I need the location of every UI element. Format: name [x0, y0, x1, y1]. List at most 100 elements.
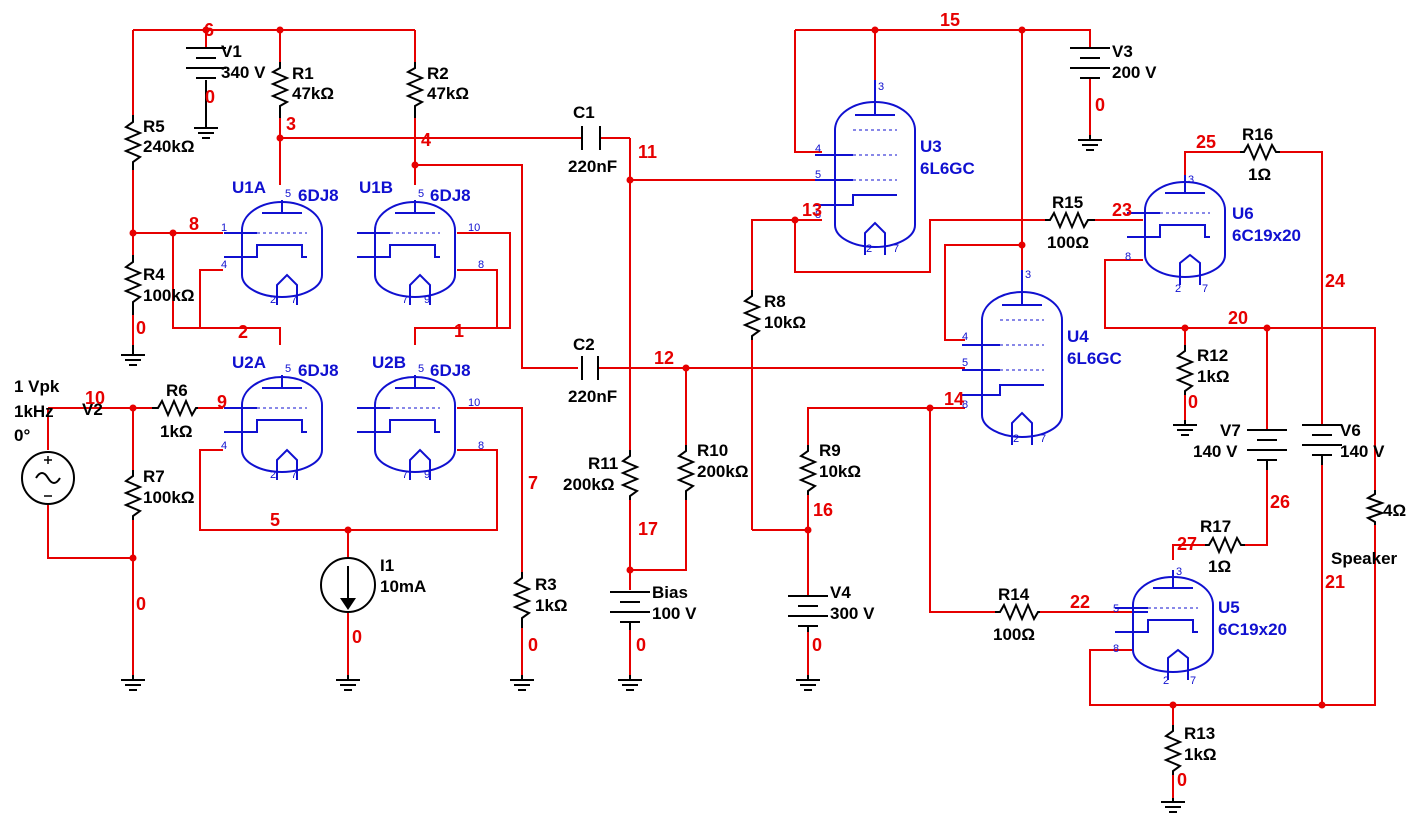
svg-text:10kΩ: 10kΩ: [764, 313, 806, 332]
tube-u2a: [223, 374, 323, 481]
svg-text:R3: R3: [535, 575, 557, 594]
svg-text:2: 2: [1163, 675, 1169, 687]
svg-text:14: 14: [944, 389, 964, 409]
svg-text:R5: R5: [143, 117, 165, 136]
svg-text:C2: C2: [573, 335, 595, 354]
u1a-name: U1A: [232, 178, 266, 197]
svg-text:R10: R10: [697, 441, 728, 460]
svg-text:2: 2: [270, 469, 276, 481]
svg-text:R14: R14: [998, 585, 1030, 604]
svg-text:R6: R6: [166, 381, 188, 400]
resistor-r13: [1163, 725, 1183, 775]
svg-text:200kΩ: 200kΩ: [697, 462, 748, 481]
svg-text:8: 8: [478, 440, 484, 452]
u5-type: 6C19x20: [1218, 620, 1287, 639]
grounds: [120, 115, 1198, 813]
svg-text:9: 9: [424, 294, 430, 306]
svg-text:0: 0: [205, 87, 215, 107]
svg-text:0: 0: [136, 594, 146, 614]
svg-text:1kΩ: 1kΩ: [160, 422, 193, 441]
svg-text:R17: R17: [1200, 517, 1231, 536]
svg-text:0: 0: [636, 635, 646, 655]
u6-name: U6: [1232, 204, 1254, 223]
tube-labels: U1A 6DJ8 U1B 6DJ8 U2A 6DJ8 U2B 6DJ8 U3 6…: [232, 137, 1301, 639]
resistor-speaker: [1365, 490, 1385, 525]
svg-text:200 V: 200 V: [1112, 63, 1157, 82]
u3-type: 6L6GC: [920, 159, 975, 178]
svg-text:1: 1: [221, 222, 227, 234]
svg-text:240kΩ: 240kΩ: [143, 137, 194, 156]
svg-text:47kΩ: 47kΩ: [292, 84, 334, 103]
svg-text:8: 8: [962, 399, 968, 411]
resistor-r8: [742, 290, 762, 340]
svg-text:5: 5: [270, 510, 280, 530]
svg-text:0: 0: [136, 318, 146, 338]
svg-text:0°: 0°: [14, 426, 30, 445]
svg-text:Bias: Bias: [652, 583, 688, 602]
svg-text:4Ω: 4Ω: [1383, 501, 1406, 520]
svg-text:8: 8: [478, 259, 484, 271]
svg-text:26: 26: [1270, 492, 1290, 512]
battery-v4: [788, 595, 828, 632]
svg-text:1: 1: [454, 321, 464, 341]
svg-text:25: 25: [1196, 132, 1216, 152]
svg-text:1kHz: 1kHz: [14, 402, 54, 421]
resistor-r15: [1045, 210, 1095, 230]
resistor-r7: [123, 470, 143, 520]
svg-text:10kΩ: 10kΩ: [819, 462, 861, 481]
svg-text:V4: V4: [830, 583, 851, 602]
tube-u3: [814, 79, 916, 256]
tube-u4: [961, 269, 1063, 446]
resistor-r16: [1240, 142, 1280, 162]
svg-text:100Ω: 100Ω: [993, 625, 1035, 644]
net-labels: 6 3 4 8 2 1 0 0 10 9 5 7 0 0 0 11 12 17 …: [85, 10, 1345, 790]
svg-text:0: 0: [812, 635, 822, 655]
svg-text:R16: R16: [1242, 125, 1273, 144]
resistor-r10: [676, 445, 696, 500]
u2b-name: U2B: [372, 353, 406, 372]
u4-type: 6L6GC: [1067, 349, 1122, 368]
svg-text:R13: R13: [1184, 724, 1215, 743]
svg-text:3: 3: [1188, 174, 1194, 186]
svg-text:23: 23: [1112, 200, 1132, 220]
ac-source-v2: [21, 451, 75, 505]
pin-numbers: 5 1 4 2 7 5 10 8 7 9 5 4 2 7 5 10 8 7 9 …: [221, 81, 1208, 687]
svg-text:5: 5: [418, 188, 424, 200]
svg-text:140 V: 140 V: [1193, 442, 1238, 461]
resistor-r3: [512, 572, 532, 628]
svg-text:100 V: 100 V: [652, 604, 697, 623]
svg-text:7: 7: [291, 469, 297, 481]
svg-text:8: 8: [1125, 251, 1131, 263]
tube-u1b: [356, 199, 456, 306]
svg-text:3: 3: [1025, 269, 1031, 281]
svg-text:7: 7: [1202, 283, 1208, 295]
svg-text:10mA: 10mA: [380, 577, 426, 596]
svg-text:2: 2: [866, 243, 872, 255]
u3-name: U3: [920, 137, 942, 156]
svg-text:5: 5: [1113, 603, 1119, 615]
svg-text:3: 3: [1176, 566, 1182, 578]
component-labels: V1 340 V R1 47kΩ R2 47kΩ R5 240kΩ R4 100…: [14, 42, 1406, 764]
wires: [47, 29, 1376, 798]
svg-text:340 V: 340 V: [221, 63, 266, 82]
svg-text:17: 17: [638, 519, 658, 539]
svg-text:7: 7: [893, 243, 899, 255]
junctions: [129, 26, 1326, 709]
svg-text:C1: C1: [573, 103, 595, 122]
u4-name: U4: [1067, 327, 1089, 346]
tube-u5: [1114, 569, 1214, 681]
resistor-r4: [123, 255, 143, 315]
svg-text:7: 7: [1190, 675, 1196, 687]
svg-text:8: 8: [815, 209, 821, 221]
svg-text:9: 9: [424, 469, 430, 481]
resistor-r14: [995, 602, 1040, 622]
svg-text:R8: R8: [764, 292, 786, 311]
svg-text:V3: V3: [1112, 42, 1133, 61]
resistor-r11: [620, 450, 640, 500]
u2a-name: U2A: [232, 353, 266, 372]
battery-v3: [1070, 47, 1110, 79]
resistor-r6: [152, 398, 198, 418]
svg-text:R11: R11: [588, 454, 618, 473]
svg-text:4: 4: [221, 440, 227, 452]
svg-text:11: 11: [638, 142, 657, 162]
